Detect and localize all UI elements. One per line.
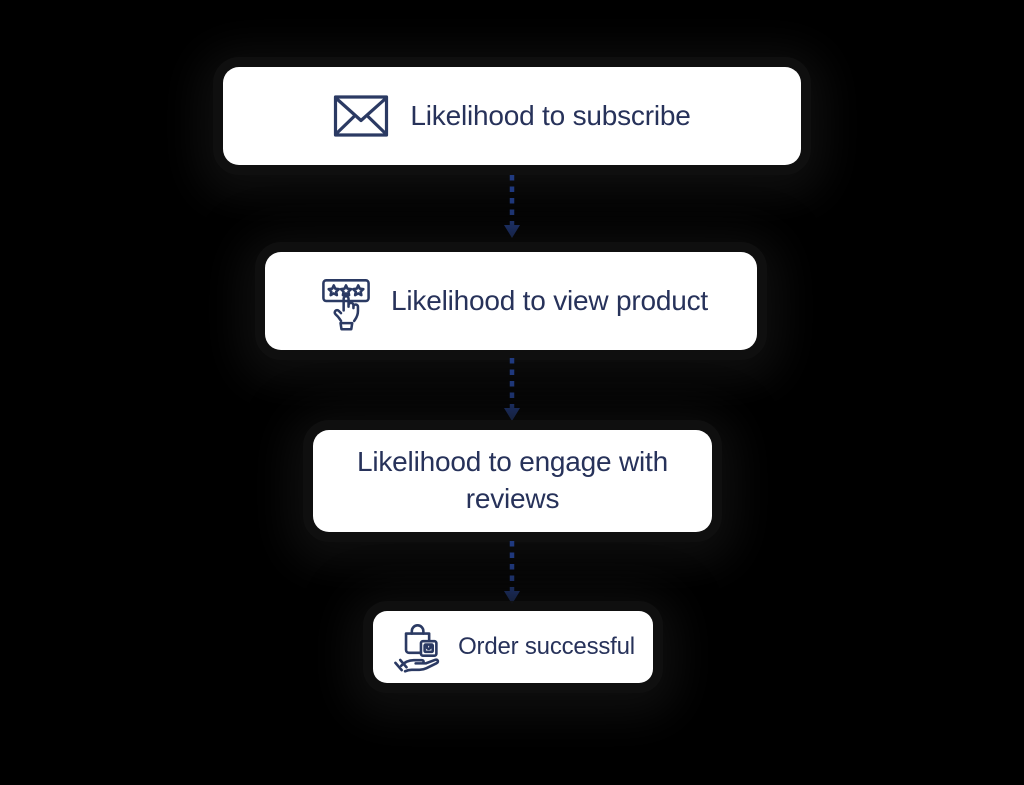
shopping-bag-in-hand-icon xyxy=(391,621,449,673)
arrow-down-icon xyxy=(504,175,520,238)
funnel-step-view-product: Likelihood to view product xyxy=(265,252,757,350)
arrow-down-icon xyxy=(504,358,520,421)
funnel-step-label: Order successful xyxy=(458,633,635,660)
star-rating-click-icon xyxy=(314,269,378,333)
funnel-step-label: Likelihood to engage with reviews xyxy=(356,446,668,514)
funnel-step-subscribe: Likelihood to subscribe xyxy=(223,67,801,165)
funnel-step-order-successful: Order successful xyxy=(373,611,653,683)
arrow-down-icon xyxy=(504,541,520,604)
funnel-step-label: Likelihood to subscribe xyxy=(410,100,691,131)
funnel-step-label: Likelihood to view product xyxy=(391,285,708,316)
funnel-step-engage-reviews: Likelihood to engage with reviews xyxy=(313,430,712,532)
mail-envelope-icon xyxy=(333,94,389,138)
